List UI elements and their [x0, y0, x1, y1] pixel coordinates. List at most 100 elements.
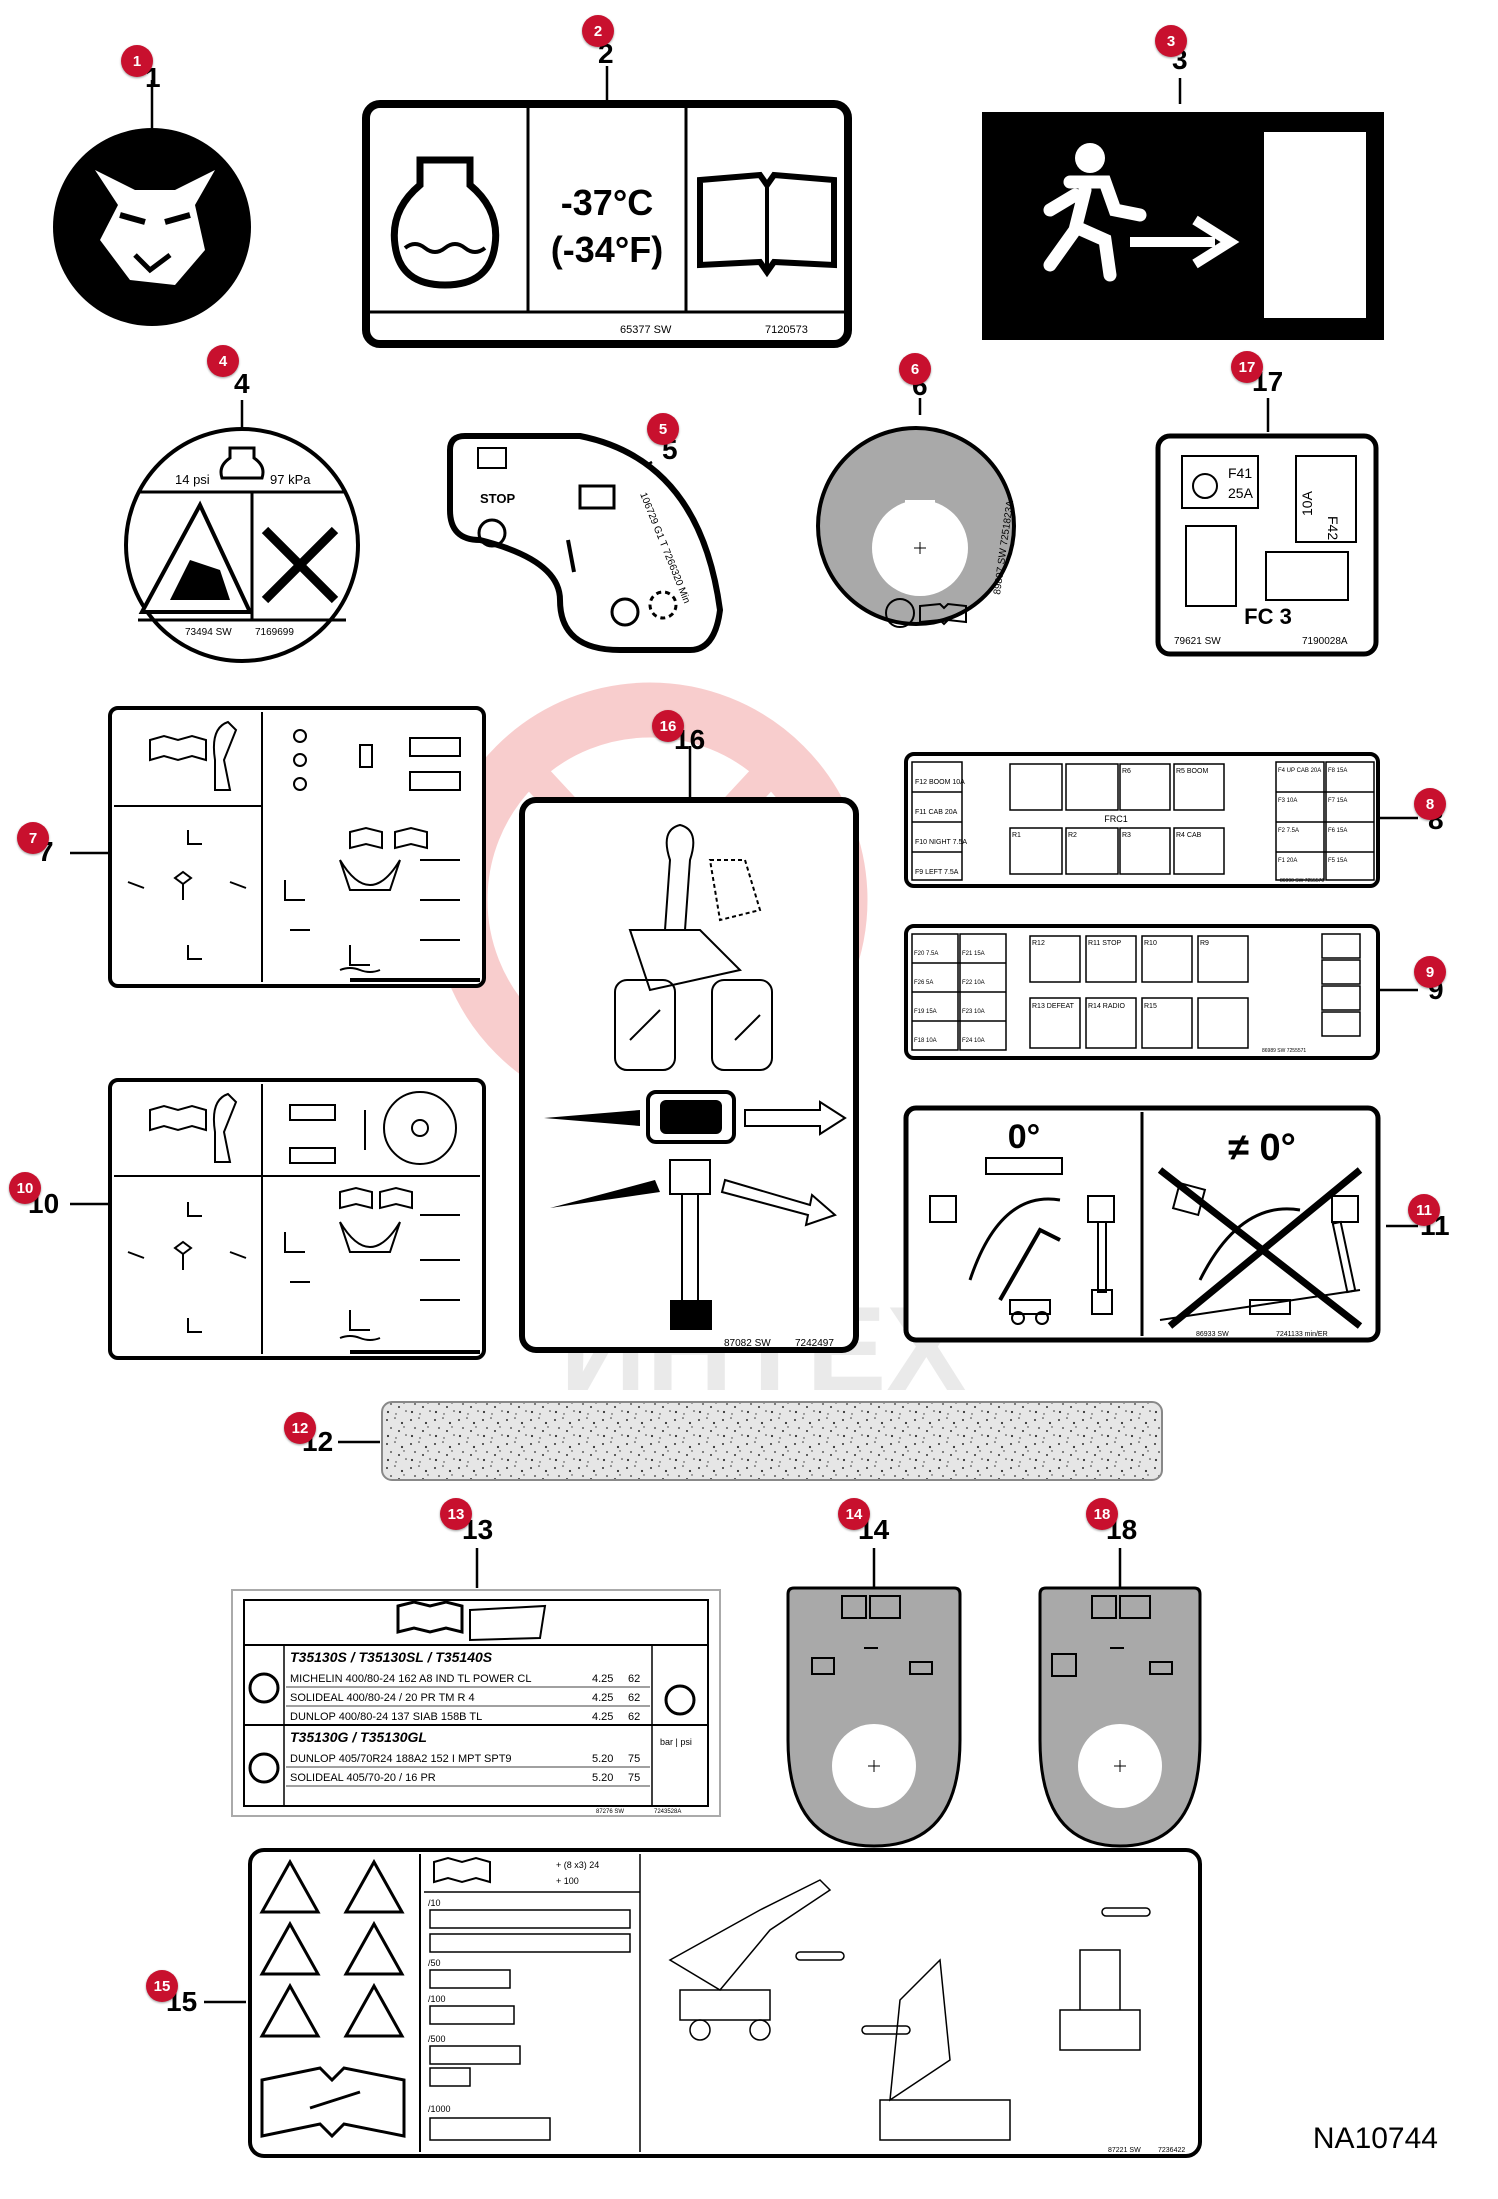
callout-4[interactable]: 4	[207, 345, 239, 377]
decal-9-relay-r12: R12	[1032, 940, 1045, 947]
tyre-row-psi: 75	[628, 1753, 640, 1765]
decal-13-group-1-title: T35130S / T35130SL / T35140S	[290, 1649, 493, 1665]
tyre-row-psi: 62	[628, 1673, 640, 1685]
decal-2-part-a: 65377 SW	[620, 324, 672, 336]
decal-4-psi: 14 psi	[175, 472, 210, 487]
tyre-row-bar: 5.20	[592, 1753, 613, 1765]
decal-8-fuse-f1: F1 20A	[1278, 858, 1297, 864]
callout-9[interactable]: 9	[1414, 956, 1446, 988]
decal-13-group-1-rows: MICHELIN 400/80-24 162 A8 IND TL POWER C…	[286, 1673, 650, 1726]
decal-9-fuse-f26: F26 5A	[914, 980, 933, 986]
decal-3-emergency-exit	[982, 112, 1384, 340]
decal-12-anti-slip-strip	[381, 1401, 1163, 1481]
decal-8-relay-r4: R4 CAB	[1176, 832, 1202, 839]
callout-8[interactable]: 8	[1414, 788, 1446, 820]
decal-16-joystick: 87082 SW 7242497	[519, 797, 859, 1353]
decal-5-key-switch: STOP 106729 G1 T 7266320 Min	[447, 433, 724, 653]
decal-10-controls	[108, 1078, 486, 1360]
decal-17-part-b: 7190028A	[1302, 636, 1348, 647]
decal-15-interval-50: /50	[428, 1958, 441, 1968]
tyre-row-name: DUNLOP 405/70R24 188A2 152 I MPT SPT9	[290, 1753, 512, 1765]
decal-8-relay-r1: R1	[1012, 832, 1021, 839]
tyre-row-bar: 4.25	[592, 1673, 613, 1685]
callout-18[interactable]: 18	[1086, 1498, 1118, 1530]
decal-9-relay-r14: R14 RADIO	[1088, 1003, 1126, 1010]
decal-7-controls	[108, 706, 486, 988]
decal-15-interval-10: /10	[428, 1898, 441, 1908]
decal-4-pressure-warning: 14 psi 97 kPa 73494 SW 7169699	[124, 427, 360, 663]
decal-15-part-a: 87221 SW	[1108, 2147, 1141, 2154]
tyre-row-psi: 62	[628, 1711, 640, 1723]
decal-8-fuse-f10: F10 NIGHT 7.5A	[915, 839, 967, 846]
decal-6-key-disc: 89897 SW 7251823A	[816, 426, 1016, 628]
decal-8-fuse-f8: F8 15A	[1328, 768, 1347, 774]
decal-9-fuse-f18: F18 10A	[914, 1038, 937, 1044]
decal-9-relay-r13: R13 DEFEAT	[1032, 1003, 1075, 1010]
decal-8-fuse-f12: F12 BOOM 10A	[915, 779, 965, 786]
decal-13-group-2-rows: DUNLOP 405/70R24 188A2 152 I MPT SPT9 5.2…	[286, 1753, 650, 1787]
tyre-row-psi: 75	[628, 1772, 640, 1784]
decal-17-f41-amp: 25A	[1228, 485, 1254, 501]
decal-9-relay-r15: R15	[1144, 1003, 1157, 1010]
decal-9-fuse-f21: F21 15A	[962, 951, 985, 957]
callout-11[interactable]: 11	[1408, 1194, 1440, 1226]
decal-4-part-b: 7169699	[255, 627, 294, 638]
decal-9-fuse-f23: F23 10A	[962, 1009, 985, 1015]
decal-16-part-b: 7242497	[795, 1338, 834, 1349]
decal-11-right-angle: ≠ 0°	[1228, 1127, 1296, 1169]
decal-13-unit: bar | psi	[660, 1737, 692, 1747]
decal-2-coolant: -37°C (-34°F) 65377 SW 7120573	[362, 100, 852, 348]
decal-17-f42-amp: 10A	[1299, 490, 1315, 516]
decal-8-fuse-f4: F4 UP CAB 20A	[1278, 768, 1321, 774]
tyre-row-name: SOLIDEAL 405/70-20 / 16 PR	[290, 1772, 436, 1784]
decal-13-part-b: 7243528A	[654, 1809, 681, 1815]
callout-13[interactable]: 13	[440, 1498, 472, 1530]
decal-9-relay-r10: R10	[1144, 940, 1157, 947]
decal-9-fuse-f20: F20 7.5A	[914, 951, 938, 957]
callout-2[interactable]: 2	[582, 15, 614, 47]
decal-8-fuse-f6: F6 15A	[1328, 828, 1347, 834]
callout-5[interactable]: 5	[647, 413, 679, 445]
callout-7[interactable]: 7	[17, 822, 49, 854]
decal-9-relay-r11: R11 STOP	[1088, 940, 1122, 947]
decal-11-part-b: 7241133 min/ER	[1276, 1331, 1328, 1338]
decal-18-key-plate	[1038, 1586, 1202, 1848]
decal-14-key-plate	[786, 1586, 962, 1848]
tyre-row-bar: 4.25	[592, 1711, 613, 1723]
decal-15-interval-1000: /1000	[428, 2104, 451, 2114]
decal-13-group-2-title: T35130G / T35130GL	[290, 1729, 427, 1745]
callout-1[interactable]: 1	[121, 45, 153, 77]
tyre-row-name: DUNLOP 400/80-24 137 SIAB 158B TL	[290, 1711, 482, 1723]
decal-8-fuse-f11: F11 CAB 20A	[915, 809, 958, 816]
callout-14[interactable]: 14	[838, 1498, 870, 1530]
decal-8-frc: FRC1	[1104, 814, 1128, 824]
drawing-code: NA10744	[1312, 2122, 1438, 2155]
callout-6[interactable]: 6	[899, 353, 931, 385]
decal-8-part: 86990 SW 7255570	[1280, 878, 1324, 884]
item-number-4: 4	[234, 368, 250, 399]
decal-15-maintenance: + (8 x3) 24 + 100 /10 /50 /100 /500 /100…	[248, 1848, 1202, 2158]
decal-8-relay-r6: R6	[1122, 768, 1131, 775]
tyre-row-bar: 5.20	[592, 1772, 613, 1784]
decal-8-fuse-f3: F3 10A	[1278, 798, 1297, 804]
callout-3[interactable]: 3	[1155, 25, 1187, 57]
decal-11-part-a: 86933 SW	[1196, 1331, 1229, 1338]
decal-15-part-b: 7236422	[1158, 2147, 1185, 2154]
callout-16[interactable]: 16	[652, 710, 684, 742]
decal-17-f41: F41	[1228, 465, 1252, 481]
decal-2-temp-f: (-34°F)	[551, 229, 663, 270]
tyre-row-name: SOLIDEAL 400/80-24 / 20 PR TM R 4	[290, 1692, 475, 1704]
decal-17-f42: F42	[1325, 516, 1341, 540]
callout-15[interactable]: 15	[146, 1970, 178, 2002]
decal-15-interval-100: /100	[428, 1994, 446, 2004]
callout-12[interactable]: 12	[284, 1412, 316, 1444]
callout-17[interactable]: 17	[1231, 351, 1263, 383]
callout-10[interactable]: 10	[9, 1172, 41, 1204]
decal-8-fuse-f5: F5 15A	[1328, 858, 1347, 864]
decal-13-tyre-pressure: T35130S / T35130SL / T35140S T35130G / T…	[231, 1589, 721, 1817]
decal-8-relay-r3: R3	[1122, 832, 1131, 839]
decal-15-header-2: + 100	[556, 1876, 579, 1886]
tyre-row-name: MICHELIN 400/80-24 162 A8 IND TL POWER C…	[290, 1673, 532, 1685]
